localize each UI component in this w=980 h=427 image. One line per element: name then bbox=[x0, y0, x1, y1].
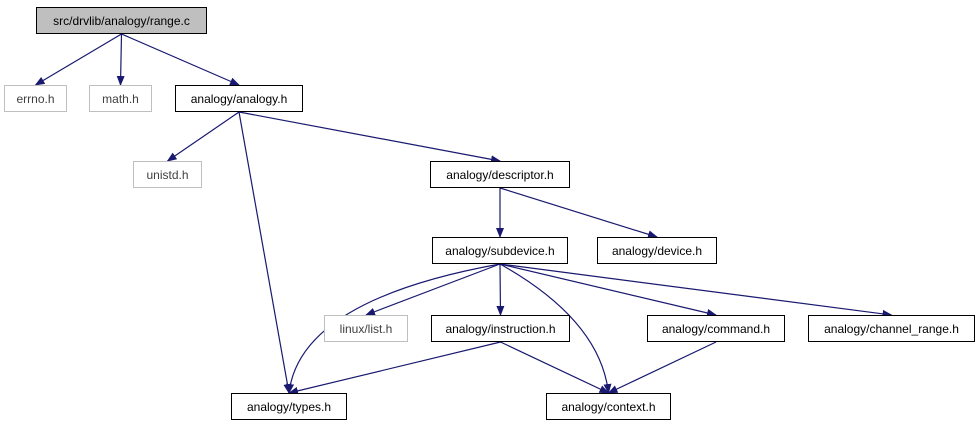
edge-analogy-h-to-unistd-h bbox=[166, 111, 240, 162]
edge-subdevice-h-to-context-h bbox=[499, 263, 612, 394]
edge-subdevice-h-to-channel-range-h bbox=[499, 263, 893, 318]
node-channel-range-h[interactable]: analogy/channel_range.h bbox=[808, 315, 975, 342]
node-device-h[interactable]: analogy/device.h bbox=[597, 237, 717, 264]
edge-subdevice-h-to-types-h bbox=[286, 263, 501, 394]
edge-descriptor-h-to-device-h bbox=[499, 187, 658, 239]
node-context-h[interactable]: analogy/context.h bbox=[546, 393, 671, 420]
node-types-h[interactable]: analogy/types.h bbox=[231, 393, 347, 420]
node-command-h[interactable]: analogy/command.h bbox=[647, 315, 785, 342]
edge-instruction-h-to-types-h bbox=[288, 341, 501, 395]
node-math-h: math.h bbox=[89, 85, 152, 112]
edge-subdevice-h-to-list-h bbox=[365, 263, 501, 316]
edge-analogy-h-to-types-h bbox=[238, 111, 292, 394]
edge-subdevice-h-to-instruction-h bbox=[496, 263, 505, 316]
node-descriptor-h[interactable]: analogy/descriptor.h bbox=[430, 161, 570, 188]
edge-subdevice-h-to-command-h bbox=[499, 263, 717, 317]
edge-analogy-h-to-descriptor-h bbox=[238, 111, 501, 164]
node-list-h: linux/list.h bbox=[324, 315, 408, 342]
node-analogy-h[interactable]: analogy/analogy.h bbox=[175, 85, 303, 112]
node-range-c: src/drvlib/analogy/range.c bbox=[36, 7, 207, 34]
edge-command-h-to-context-h bbox=[607, 341, 717, 394]
edge-instruction-h-to-context-h bbox=[500, 341, 610, 394]
node-instruction-h[interactable]: analogy/instruction.h bbox=[431, 315, 570, 342]
node-subdevice-h[interactable]: analogy/subdevice.h bbox=[432, 237, 568, 264]
node-errno-h: errno.h bbox=[4, 85, 67, 112]
node-unistd-h: unistd.h bbox=[133, 161, 202, 188]
edge-range-c-to-math-h bbox=[116, 33, 125, 86]
edge-range-c-to-analogy-h bbox=[121, 33, 240, 86]
edge-range-c-to-errno-h bbox=[34, 33, 122, 86]
